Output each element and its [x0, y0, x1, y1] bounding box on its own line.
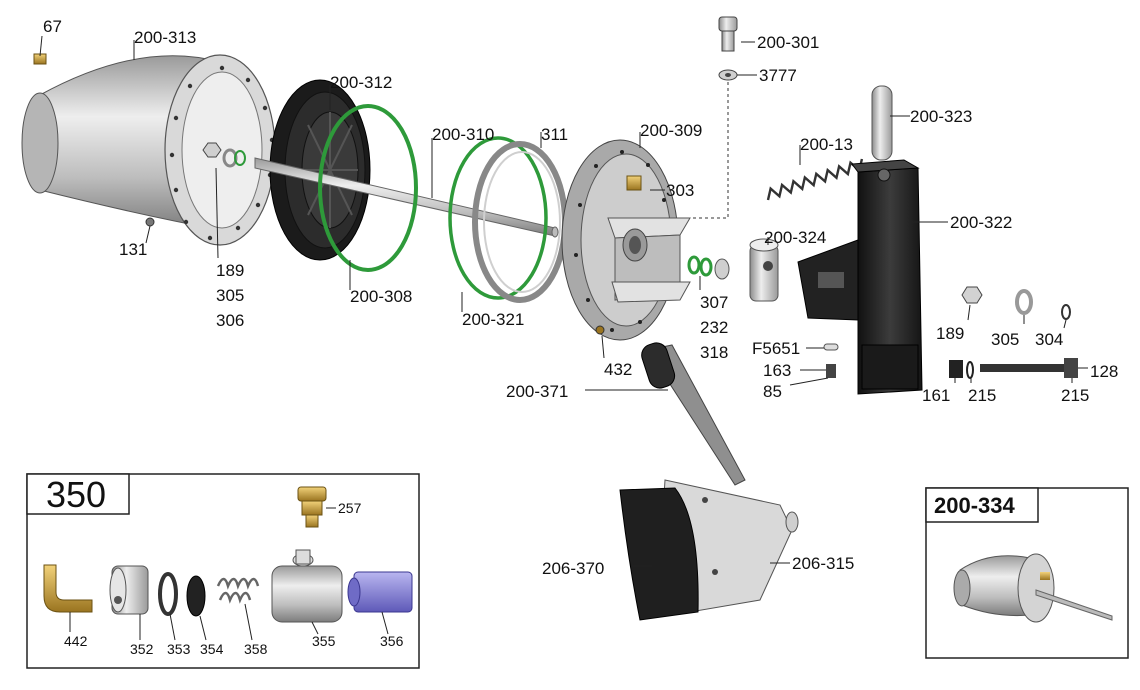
callout-labels: 67 200-313 200-312 200-310 311 200-309 2…	[43, 17, 1118, 578]
label-200-324: 200-324	[764, 228, 826, 247]
label-215-a: 215	[968, 386, 996, 405]
label-3777: 3777	[759, 66, 797, 85]
label-358: 358	[244, 641, 268, 657]
label-200-321: 200-321	[462, 310, 524, 329]
label-85: 85	[763, 382, 782, 401]
label-200-308: 200-308	[350, 287, 412, 306]
label-356: 356	[380, 633, 404, 649]
label-304: 304	[1035, 330, 1063, 349]
cap-356	[347, 571, 413, 613]
hardware-right	[823, 286, 1078, 379]
oring-200-321	[448, 136, 548, 300]
label-206-370: 206-370	[542, 559, 604, 578]
label-442: 442	[64, 633, 88, 649]
rings-307-232-318	[687, 255, 730, 280]
label-128: 128	[1090, 362, 1118, 381]
label-206-315: 206-315	[792, 554, 854, 573]
shaft-200-310	[254, 157, 559, 238]
inset-350: 350	[26, 473, 420, 669]
label-232: 232	[700, 318, 728, 337]
label-318: 318	[700, 343, 728, 362]
spring-358	[216, 577, 260, 604]
label-200-313: 200-313	[134, 28, 196, 47]
label-215-b: 215	[1061, 386, 1089, 405]
label-303: 303	[666, 181, 694, 200]
label-131: 131	[119, 240, 147, 259]
label-200-322: 200-322	[950, 213, 1012, 232]
label-311: 311	[541, 125, 568, 144]
label-307: 307	[700, 293, 728, 312]
inset-200-334: 200-334	[925, 487, 1129, 659]
leader-lines	[39, 35, 1088, 567]
inset-334-title: 200-334	[934, 493, 1016, 518]
dashed-leader	[690, 82, 729, 219]
oring-200-308	[318, 104, 418, 272]
label-189-b: 189	[936, 324, 964, 343]
label-200-310: 200-310	[432, 125, 494, 144]
screw-200-301	[718, 16, 738, 81]
handle-200-371	[641, 342, 746, 486]
label-257: 257	[338, 500, 362, 516]
spring-200-13	[766, 158, 864, 201]
elbow-442	[43, 564, 93, 613]
pin-200-323	[871, 85, 893, 161]
seal-354	[186, 575, 206, 617]
label-67: 67	[43, 17, 62, 36]
label-200-13: 200-13	[800, 135, 853, 154]
label-305-b: 305	[991, 330, 1019, 349]
label-354: 354	[200, 641, 224, 657]
inset-350-title: 350	[46, 474, 106, 515]
washer-353	[158, 572, 178, 616]
plate-200-309	[561, 139, 691, 341]
housing-200-322	[797, 159, 923, 395]
body-355	[271, 549, 343, 623]
label-200-312: 200-312	[330, 73, 392, 92]
cylinder-200-313	[21, 53, 276, 246]
label-432: 432	[604, 360, 632, 379]
label-305-a: 305	[216, 286, 244, 305]
label-306: 306	[216, 311, 244, 330]
label-161: 161	[922, 386, 950, 405]
label-200-371: 200-371	[506, 382, 568, 401]
label-200-323: 200-323	[910, 107, 972, 126]
label-189-a: 189	[216, 261, 244, 280]
fitting-257	[297, 486, 327, 528]
pin-block-200-324	[749, 238, 779, 302]
label-200-309: 200-309	[640, 121, 702, 140]
collar-352	[109, 565, 149, 615]
pedal-assembly	[619, 479, 799, 621]
label-200-301: 200-301	[757, 33, 819, 52]
label-F5651: F5651	[752, 339, 800, 358]
assembly-200-334	[953, 553, 1113, 623]
label-163: 163	[763, 361, 791, 380]
label-355: 355	[312, 633, 336, 649]
label-353: 353	[167, 641, 191, 657]
label-352: 352	[130, 641, 154, 657]
